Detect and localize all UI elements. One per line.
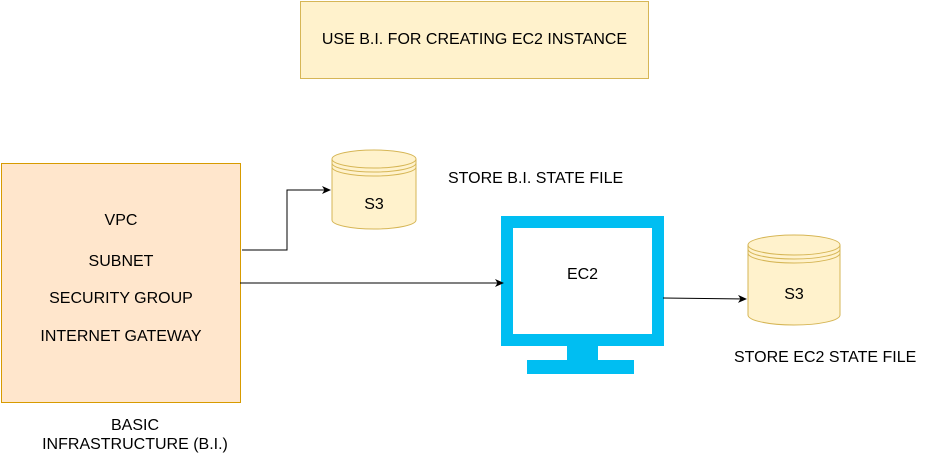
ec2-label: EC2 — [566, 266, 599, 283]
s3-bi-caption: STORE B.I. STATE FILE — [448, 170, 624, 187]
s3-bi-label: S3 — [364, 196, 384, 213]
bi-item-security-group: SECURITY GROUP — [49, 290, 193, 307]
s3-ec2-caption: STORE EC2 STATE FILE — [734, 349, 917, 366]
bi-item-vpc: VPC — [104, 212, 138, 229]
bi-caption-line1: BASIC — [110, 417, 159, 434]
s3-ec2-cylinder — [747, 234, 841, 326]
bi-item-subnet: SUBNET — [88, 253, 154, 270]
bi-caption: BASIC INFRASTRUCTURE (B.I.) — [20, 416, 250, 454]
basic-infrastructure-box: VPC SUBNET SECURITY GROUP INTERNET GATEW… — [1, 163, 241, 403]
bi-caption-line2: INFRASTRUCTURE (B.I.) — [42, 436, 228, 453]
edge-bi-to-s3 — [242, 186, 331, 251]
s3-ec2-label: S3 — [784, 286, 804, 303]
ec2-monitor-icon — [501, 216, 664, 374]
s3-bi-cylinder — [331, 149, 417, 230]
bi-item-internet-gateway: INTERNET GATEWAY — [40, 328, 202, 345]
edge-ec2-to-s3 — [662, 294, 747, 303]
title-box: USE B.I. FOR CREATING EC2 INSTANCE — [300, 1, 649, 79]
title-label: USE B.I. FOR CREATING EC2 INSTANCE — [321, 31, 628, 48]
